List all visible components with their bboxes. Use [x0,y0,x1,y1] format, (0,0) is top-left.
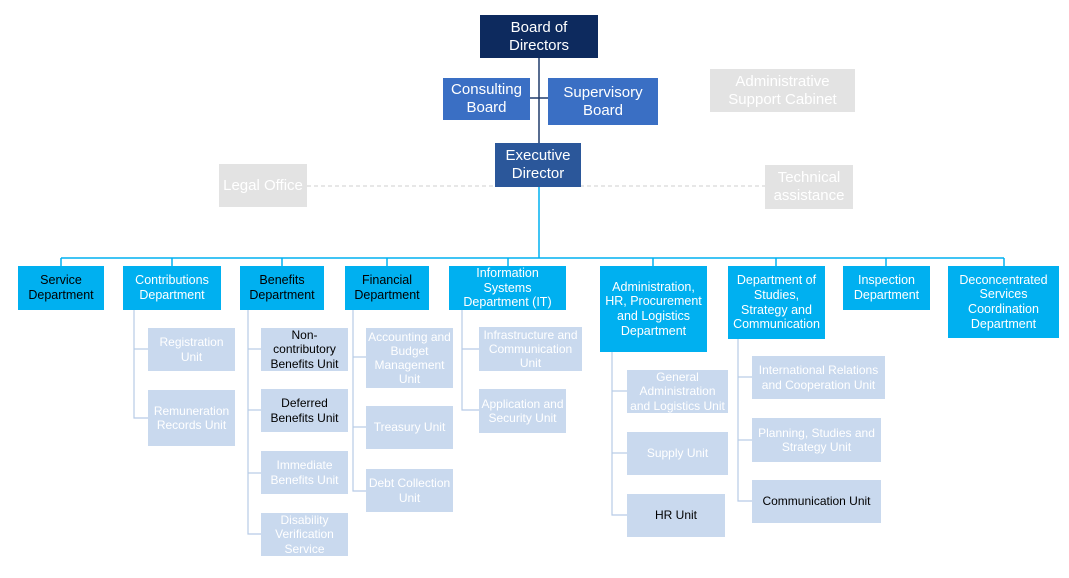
executive-director-box: Executive Director [495,143,581,187]
department-deconcentrated-services: Deconcentrated Services Coordination Dep… [948,266,1059,338]
unit-disability-verification: Disability Verification Service [261,513,348,556]
department-studies-strategy: Department of Studies, Strategy and Comm… [728,266,825,339]
department-administration-hr: Administration, HR, Procurement and Logi… [600,266,707,352]
unit-infrastructure-communication: Infrastructure and Communication Unit [479,327,582,371]
administrative-support-cabinet-box: Administrative Support Cabinet [710,69,855,112]
department-service: Service Department [18,266,104,310]
unit-immediate-benefits: Immediate Benefits Unit [261,451,348,494]
unit-registration: Registration Unit [148,328,235,371]
department-benefits: Benefits Department [240,266,324,310]
board-of-directors-box: Board of Directors [480,15,598,58]
department-financial: Financial Department [345,266,429,310]
legal-office-box: Legal Office [219,164,307,207]
department-information-systems: Information Systems Department (IT) [449,266,566,310]
supervisory-board-box: Supervisory Board [548,78,658,125]
unit-application-security: Application and Security Unit [479,389,566,433]
department-inspection: Inspection Department [843,266,930,310]
connector-department-drops [60,258,1005,266]
unit-accounting-budget: Accounting and Budget Management Unit [366,328,453,388]
connector-unit-lines [133,310,752,535]
unit-planning-studies-strategy: Planning, Studies and Strategy Unit [752,418,881,462]
unit-international-relations: International Relations and Cooperation … [752,356,885,399]
unit-treasury: Treasury Unit [366,406,453,449]
unit-communication: Communication Unit [752,480,881,523]
unit-supply: Supply Unit [627,432,728,475]
unit-non-contributory-benefits: Non-contributory Benefits Unit [261,328,348,371]
technical-assistance-box: Technical assistance [765,165,853,209]
unit-general-administration-logistics: General Administration and Logistics Uni… [627,370,728,413]
unit-remuneration-records: Remuneration Records Unit [148,390,235,446]
unit-debt-collection: Debt Collection Unit [366,469,453,512]
unit-deferred-benefits: Deferred Benefits Unit [261,389,348,432]
unit-hr: HR Unit [627,494,725,537]
department-contributions: Contributions Department [123,266,221,310]
consulting-board-box: Consulting Board [443,78,530,120]
